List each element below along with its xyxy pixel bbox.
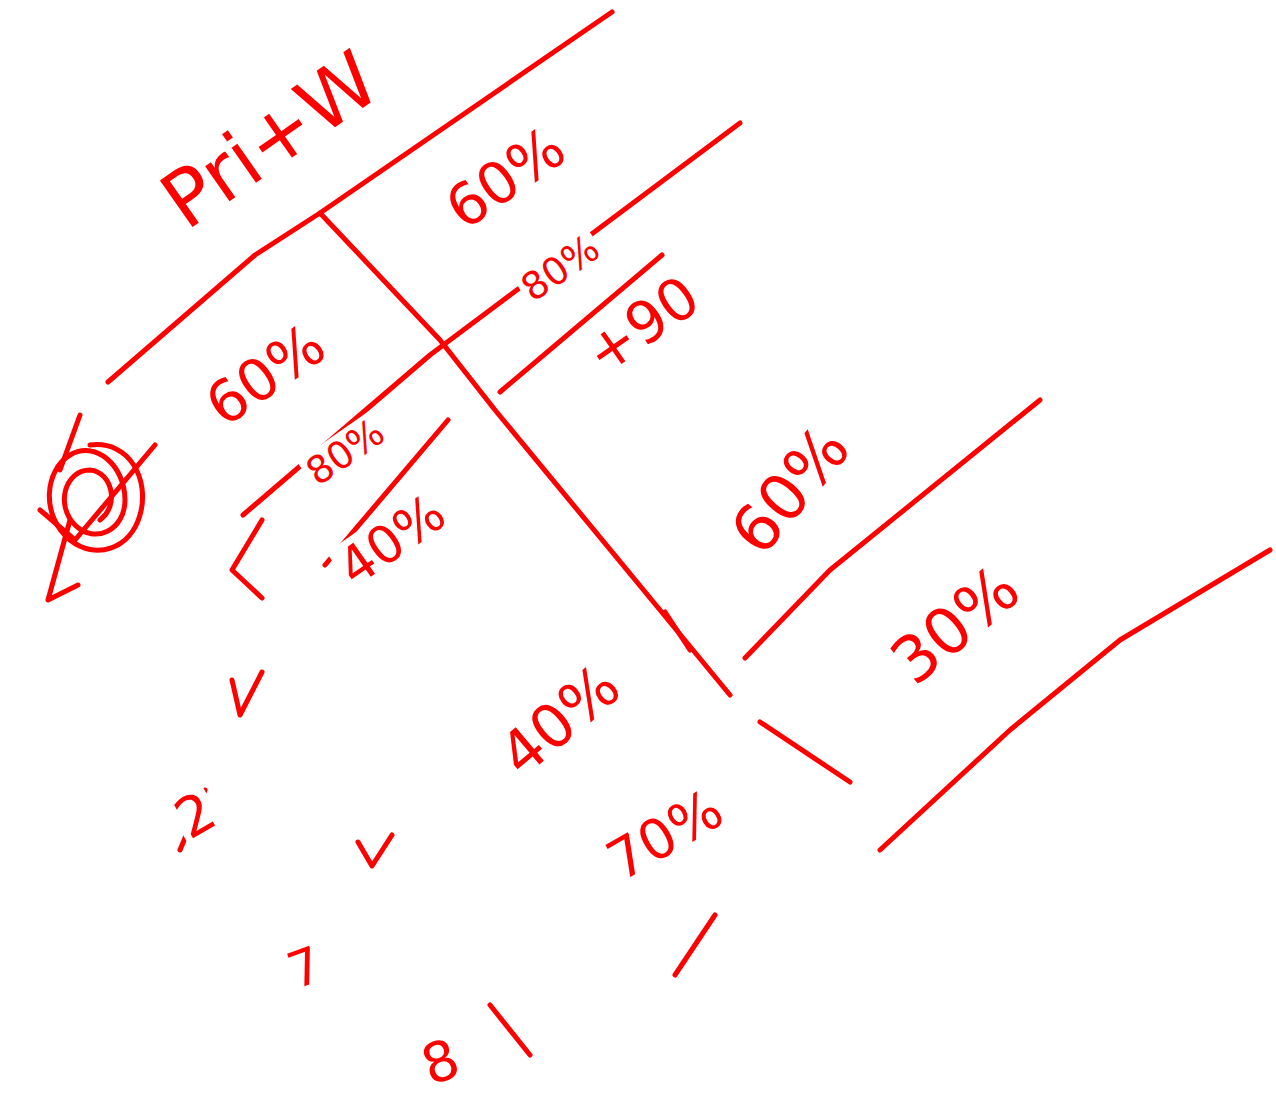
bracket-stroke — [232, 520, 262, 598]
tick-stroke — [490, 1005, 530, 1055]
check-mark — [40, 445, 155, 540]
handwritten-label: +90 — [572, 264, 712, 387]
handwritten-label: 80% — [296, 410, 393, 495]
divider-line — [320, 213, 730, 695]
handwritten-label: 80% — [511, 226, 608, 311]
handwritten-label: 60% — [193, 312, 338, 439]
tick-stroke — [665, 612, 690, 650]
handwritten-label: 8 — [411, 1028, 469, 1096]
handwritten-label: 7 — [278, 937, 331, 999]
handwritten-label: 40% — [327, 483, 458, 597]
handwritten-label: 40% — [487, 651, 634, 788]
bracket-stroke — [48, 415, 80, 600]
handwritten-label: 70% — [595, 778, 735, 891]
handwritten-label: Pri+W — [146, 36, 395, 244]
handwritten-label: 30% — [877, 552, 1033, 698]
check-mark — [232, 672, 262, 715]
check-mark — [358, 835, 392, 866]
tick-stroke — [760, 722, 850, 782]
handwritten-label: 60% — [717, 412, 863, 568]
branch-line — [108, 12, 612, 382]
tick-stroke — [675, 915, 715, 975]
handwritten-label: 60% — [433, 115, 578, 242]
handwritten-label: 2 — [163, 780, 227, 850]
